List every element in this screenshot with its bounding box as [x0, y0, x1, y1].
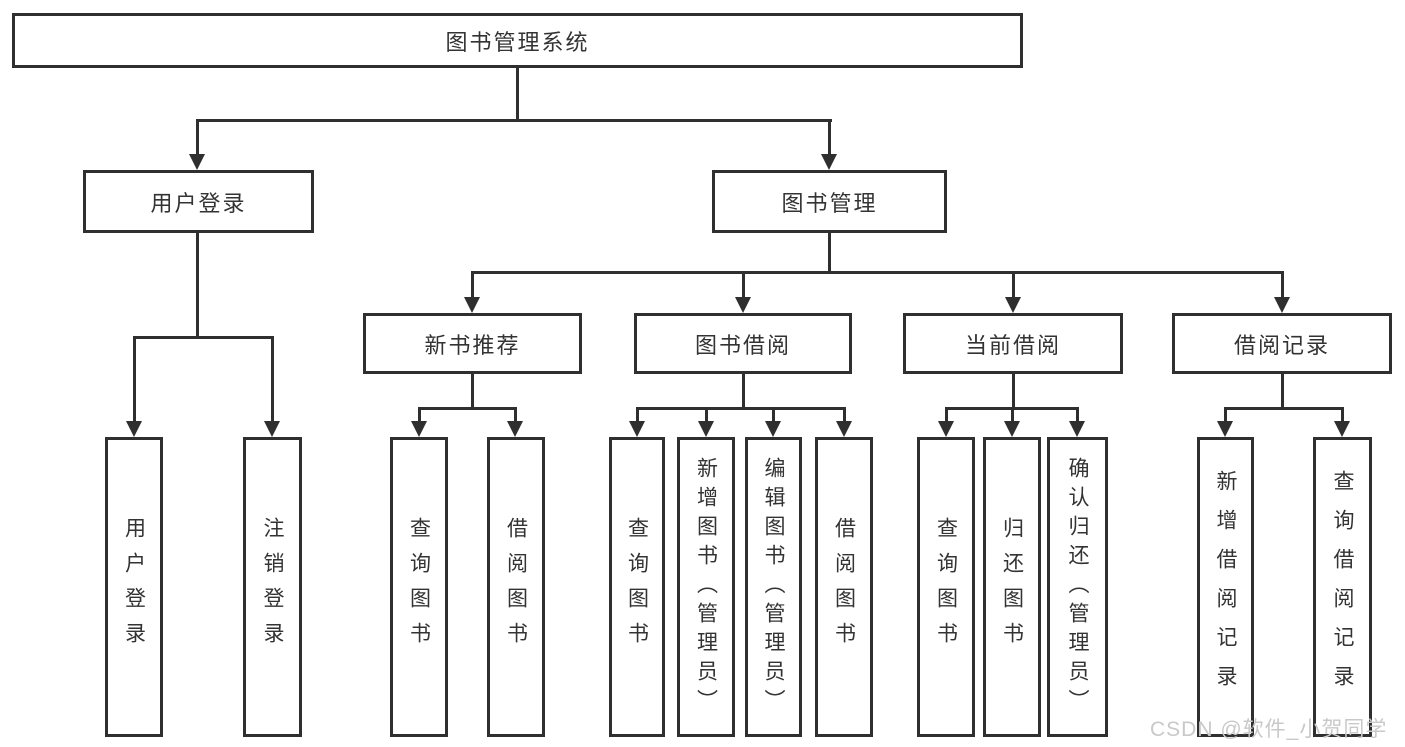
- connector-line: [945, 407, 948, 425]
- node-query-borrow-record: 查询借阅记录: [1313, 437, 1372, 737]
- arrow-down-icon: [629, 421, 645, 437]
- node-query-books-current: 查询图书: [917, 437, 975, 737]
- node-label: 新书推荐: [424, 332, 521, 358]
- arrow-down-icon: [836, 421, 852, 437]
- node-label: 图书管理系统: [445, 29, 590, 55]
- node-borrow-books-recommend: 借阅图书: [487, 437, 545, 737]
- node-label: 归还图书: [1000, 517, 1024, 657]
- connector-line: [828, 119, 831, 158]
- arrow-down-icon: [1069, 421, 1085, 437]
- node-label: 确认归还（管理员）: [1066, 456, 1089, 718]
- node-label: 当前借阅: [964, 332, 1061, 358]
- connector-line: [1224, 407, 1343, 410]
- node-label: 借阅记录: [1233, 332, 1330, 358]
- node-label: 借阅图书: [832, 517, 856, 657]
- connector-line: [418, 407, 421, 425]
- connector-line: [418, 407, 516, 410]
- node-label: 查询借阅记录: [1331, 470, 1354, 704]
- connector-line: [843, 407, 846, 425]
- node-query-books-borrowing: 查询图书: [609, 437, 665, 737]
- node-return-books: 归还图书: [983, 437, 1041, 737]
- node-borrowing-records: 借阅记录: [1172, 313, 1392, 374]
- node-book-management: 图书管理: [712, 170, 947, 233]
- watermark: CSDN @软件_小贺同学: [1150, 718, 1388, 741]
- arrow-down-icon: [1004, 421, 1020, 437]
- arrow-down-icon: [411, 421, 427, 437]
- connector-line: [516, 68, 519, 122]
- node-label: 注销登录: [261, 517, 284, 657]
- node-label: 图书借阅: [694, 332, 791, 358]
- connector-line: [196, 119, 832, 122]
- arrow-down-icon: [1217, 421, 1233, 437]
- connector-line: [1341, 407, 1344, 425]
- node-label: 新增借阅记录: [1214, 470, 1237, 704]
- node-library-management-system: 图书管理系统: [12, 13, 1023, 68]
- connector-line: [471, 271, 1283, 274]
- connector-line: [271, 336, 274, 425]
- node-logout: 注销登录: [243, 437, 302, 737]
- arrow-down-icon: [507, 421, 523, 437]
- node-label: 用户登录: [150, 190, 247, 216]
- node-query-books-recommend: 查询图书: [390, 437, 448, 737]
- node-confirm-return-admin: 确认归还（管理员）: [1047, 437, 1108, 737]
- node-borrow-books-borrowing: 借阅图书: [815, 437, 873, 737]
- arrow-down-icon: [1005, 297, 1021, 313]
- node-new-book-recommendation: 新书推荐: [363, 313, 582, 374]
- node-add-borrow-record: 新增借阅记录: [1197, 437, 1254, 737]
- node-label: 新增图书（管理员）: [694, 456, 718, 718]
- connector-line: [742, 374, 745, 410]
- connector-line: [196, 233, 199, 339]
- connector-line: [196, 119, 199, 158]
- arrow-down-icon: [1274, 297, 1290, 313]
- node-current-borrowing: 当前借阅: [903, 313, 1123, 374]
- arrow-down-icon: [765, 421, 781, 437]
- connector-line: [514, 407, 517, 425]
- connector-line: [471, 374, 474, 410]
- node-add-books-admin: 新增图书（管理员）: [677, 437, 735, 737]
- arrow-down-icon: [938, 421, 954, 437]
- connector-line: [1012, 374, 1015, 410]
- connector-line: [1011, 407, 1014, 425]
- arrow-down-icon: [698, 421, 714, 437]
- arrow-down-icon: [735, 297, 751, 313]
- node-label: 查询图书: [934, 517, 958, 657]
- connector-line: [1281, 374, 1284, 410]
- connector-line: [133, 336, 136, 425]
- arrow-down-icon: [264, 421, 280, 437]
- node-edit-books-admin: 编辑图书（管理员）: [745, 437, 802, 737]
- node-label: 查询图书: [407, 517, 431, 657]
- arrow-down-icon: [1334, 421, 1350, 437]
- node-label: 图书管理: [781, 190, 878, 216]
- arrow-down-icon: [821, 154, 837, 170]
- connector-line: [471, 271, 474, 301]
- connector-line: [772, 407, 775, 425]
- connector-line: [636, 407, 639, 425]
- connector-line: [742, 271, 745, 301]
- connector-line: [1224, 407, 1227, 425]
- connector-line: [1076, 407, 1079, 425]
- arrow-down-icon: [464, 297, 480, 313]
- node-label: 编辑图书（管理员）: [762, 456, 785, 718]
- node-label: 查询图书: [625, 517, 649, 657]
- node-label: 用户登录: [122, 517, 146, 657]
- node-user-login: 用户登录: [83, 170, 314, 233]
- connector-line: [636, 407, 845, 410]
- connector-line: [828, 233, 831, 274]
- arrow-down-icon: [189, 154, 205, 170]
- connector-line: [1281, 271, 1284, 301]
- connector-line: [705, 407, 708, 425]
- node-book-borrowing: 图书借阅: [634, 313, 852, 374]
- connector-line: [1012, 271, 1015, 301]
- node-label: 借阅图书: [504, 517, 528, 657]
- arrow-down-icon: [126, 421, 142, 437]
- connector-line: [133, 336, 274, 339]
- node-user-login-leaf: 用户登录: [105, 437, 163, 737]
